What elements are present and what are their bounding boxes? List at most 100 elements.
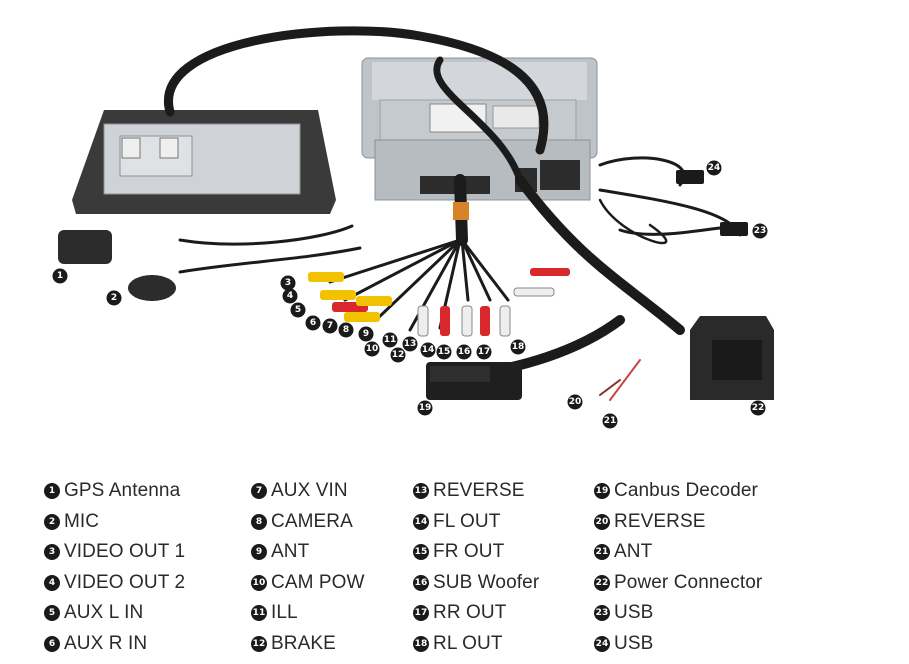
callout-number: 20 — [569, 397, 582, 407]
legend-number-badge: 21 — [594, 544, 610, 561]
legend-number-badge: 14 — [413, 513, 429, 530]
callout-badge: 16 — [456, 344, 472, 360]
usb-plugs — [676, 170, 748, 236]
callout-number: 12 — [392, 350, 405, 360]
legend-number-badge: 9 — [251, 544, 267, 561]
callout-badge: 22 — [750, 400, 766, 416]
callout-badge: 8 — [338, 322, 354, 338]
callout-number: 22 — [752, 403, 765, 413]
legend-label: GPS Antenna — [64, 480, 181, 502]
legend-label: AUX R IN — [64, 632, 148, 654]
callout-number: 21 — [604, 416, 617, 426]
callout-badge: 23 — [752, 223, 768, 239]
callout-number: 2 — [111, 293, 117, 303]
callout-badge: 24 — [706, 160, 722, 176]
cables — [164, 26, 742, 401]
legend-label: CAM POW — [271, 571, 365, 593]
callout-badge: 1 — [52, 268, 68, 284]
canbus-decoder-box — [426, 362, 522, 400]
callout-badge: 4 — [282, 288, 298, 304]
legend-number-badge: 6 — [44, 635, 60, 652]
legend-label: FR OUT — [433, 541, 505, 563]
callout-badge: 21 — [602, 413, 618, 429]
legend-label: Power Connector — [614, 571, 763, 593]
rca-connectors — [308, 268, 570, 337]
callout-number: 6 — [310, 318, 316, 328]
legend-label: ANT — [271, 541, 310, 563]
legend-label: SUB Woofer — [433, 571, 540, 593]
legend-label: VIDEO OUT 2 — [64, 571, 186, 593]
callout-badge: 11 — [382, 332, 398, 348]
callout-badge: 2 — [106, 290, 122, 306]
legend-label: Canbus Decoder — [614, 480, 758, 502]
callout-number: 17 — [478, 347, 491, 357]
gps-antenna — [58, 230, 112, 264]
callout-number: 19 — [419, 403, 432, 413]
callout-number: 3 — [285, 278, 291, 288]
harness-band — [453, 202, 469, 220]
callout-number: 9 — [363, 329, 369, 339]
callout-number: 8 — [343, 325, 349, 335]
callout-number: 24 — [708, 163, 721, 173]
legend-number-badge: 13 — [413, 483, 429, 500]
legend-label: USB — [614, 602, 654, 624]
legend-label: ANT — [614, 541, 653, 563]
callout-number: 13 — [404, 339, 417, 349]
legend-number-badge: 18 — [413, 635, 429, 652]
legend-number-badge: 10 — [251, 574, 267, 591]
callout-badge: 3 — [280, 275, 296, 291]
head-unit — [361, 57, 598, 201]
legend-number-badge: 23 — [594, 605, 610, 622]
legend-label: BRAKE — [271, 632, 336, 654]
callout-badge: 14 — [420, 342, 436, 358]
callout-number: 14 — [422, 345, 435, 355]
legend-label: AUX VIN — [271, 480, 348, 502]
legend-number-badge: 1 — [44, 483, 60, 500]
legend-label: MIC — [64, 510, 100, 532]
legend-label: AUX L IN — [64, 602, 144, 624]
legend-number-badge: 3 — [44, 544, 60, 561]
callout-number: 16 — [458, 347, 471, 357]
legend-number-badge: 2 — [44, 513, 60, 530]
legend-number-badge: 11 — [251, 605, 267, 622]
callout-badge: 13 — [402, 336, 418, 352]
callout-badge: 20 — [567, 394, 583, 410]
callout-badge: 10 — [364, 341, 380, 357]
legend-number-badge: 20 — [594, 513, 610, 530]
legend-number-badge: 24 — [594, 635, 610, 652]
callout-badge: 17 — [476, 344, 492, 360]
legend-label: RR OUT — [433, 602, 507, 624]
callout-badge: 15 — [436, 344, 452, 360]
callout-badge: 9 — [358, 326, 374, 342]
callout-number: 5 — [295, 305, 301, 315]
callout-number: 11 — [384, 335, 397, 345]
callout-badge: 18 — [510, 339, 526, 355]
callout-badge: 5 — [290, 302, 306, 318]
callout-number: 7 — [327, 321, 333, 331]
microphone — [128, 275, 176, 301]
legend-label: RL OUT — [433, 632, 503, 654]
callout-number: 23 — [754, 226, 767, 236]
legend-label: REVERSE — [614, 510, 706, 532]
legend-label: FL OUT — [433, 510, 501, 532]
